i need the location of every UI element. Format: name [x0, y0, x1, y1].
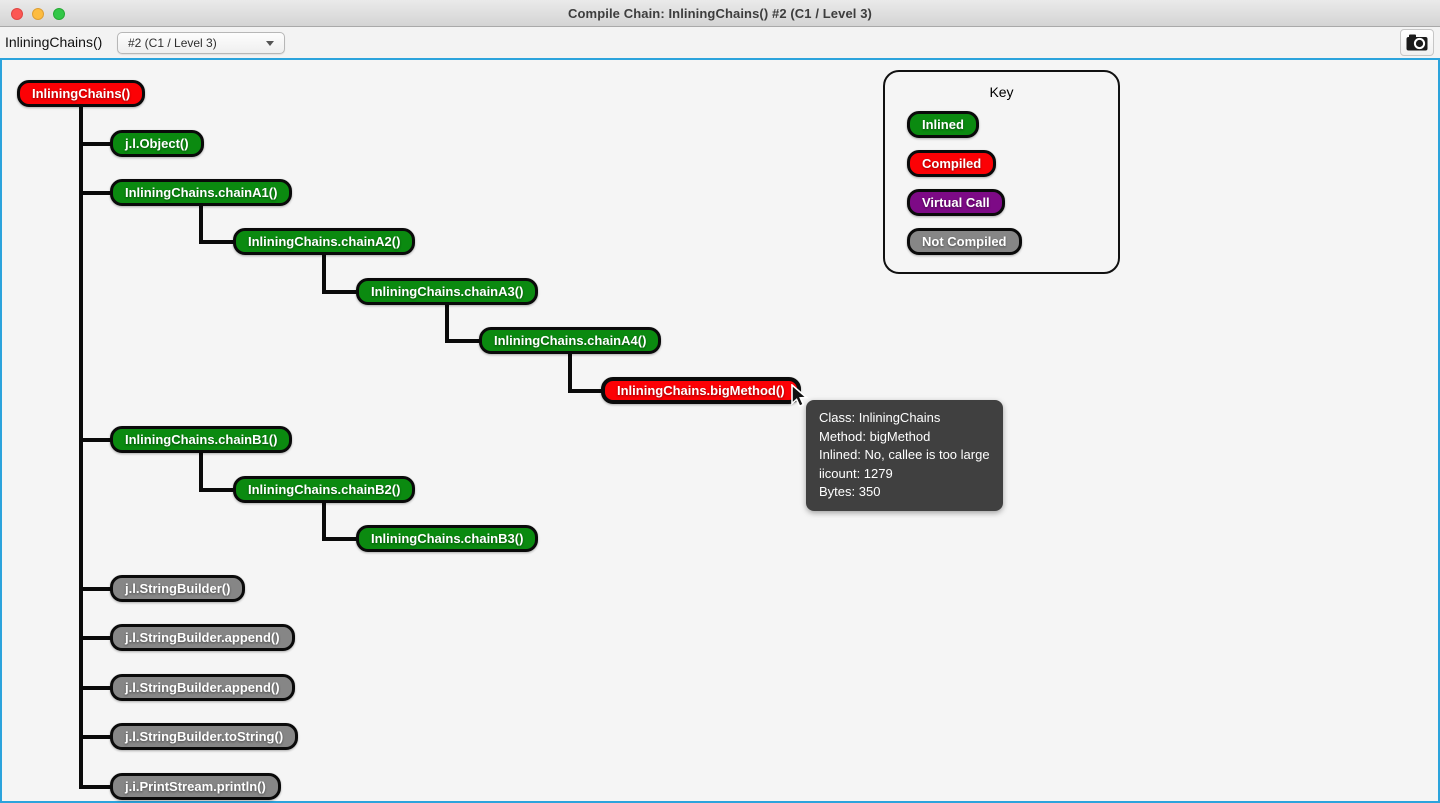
tree-node-chainA1[interactable]: InliningChains.chainA1() — [110, 179, 293, 206]
toolbar: InliningChains() #2 (C1 / Level 3) — [0, 27, 1440, 58]
tooltip-line: Class: InliningChains — [819, 410, 941, 425]
tree-connector — [322, 503, 326, 541]
close-button[interactable] — [11, 8, 23, 20]
tree-connector — [322, 537, 358, 541]
tree-node-sbToString[interactable]: j.l.StringBuilder.toString() — [110, 723, 299, 750]
key-item-not-compiled: Not Compiled — [907, 228, 1022, 255]
compilation-dropdown-value: #2 (C1 / Level 3) — [128, 36, 217, 50]
tree-connector — [199, 488, 235, 492]
screenshot-button[interactable] — [1400, 29, 1434, 56]
member-label: InliningChains() — [5, 34, 103, 50]
camera-icon — [1406, 34, 1428, 51]
tree-node-chainA2[interactable]: InliningChains.chainA2() — [233, 228, 416, 255]
zoom-button[interactable] — [53, 8, 65, 20]
compile-chain-canvas: InliningChains() j.l.Object() InliningChai… — [0, 58, 1440, 803]
tree-connector — [199, 453, 203, 492]
tree-connector — [568, 354, 572, 393]
tree-node-chainA4[interactable]: InliningChains.chainA4() — [479, 327, 662, 354]
minimize-button[interactable] — [32, 8, 44, 20]
window-title: Compile Chain: InliningChains() #2 (C1 /… — [568, 6, 872, 21]
tooltip-line: Inlined: No, callee is too large — [819, 447, 990, 462]
tree-node-chainA3[interactable]: InliningChains.chainA3() — [356, 278, 539, 305]
tree-connector — [79, 191, 112, 195]
tree-connector — [79, 785, 112, 789]
tree-node-chainB2[interactable]: InliningChains.chainB2() — [233, 476, 416, 503]
tree-node-println[interactable]: j.i.PrintStream.println() — [110, 773, 281, 800]
key-item-inlined: Inlined — [907, 111, 979, 138]
tree-connector — [79, 438, 112, 442]
tooltip-line: Method: bigMethod — [819, 428, 931, 444]
key-item-virtual-call: Virtual Call — [907, 189, 1005, 216]
compilation-dropdown[interactable]: #2 (C1 / Level 3) — [117, 32, 285, 54]
tree-node-object[interactable]: j.l.Object() — [110, 130, 204, 157]
tree-connector — [79, 587, 112, 591]
tree-connector — [199, 206, 203, 244]
tree-node-chainB1[interactable]: InliningChains.chainB1() — [110, 426, 293, 453]
tree-connector — [568, 389, 603, 393]
tree-node-root[interactable]: InliningChains() — [17, 80, 146, 107]
chevron-down-icon — [266, 41, 274, 46]
tree-node-bigMethod[interactable]: InliningChains.bigMethod() — [601, 377, 801, 404]
tree-connector — [79, 636, 112, 640]
tree-connector — [79, 735, 112, 739]
tree-node-chainB3[interactable]: InliningChains.chainB3() — [356, 525, 539, 552]
title-bar: Compile Chain: InliningChains() #2 (C1 /… — [0, 0, 1440, 27]
tooltip-line: iicount: 1279 — [819, 465, 893, 481]
tree-connector — [79, 107, 83, 789]
tree-node-sbAppend2[interactable]: j.l.StringBuilder.append() — [110, 674, 295, 701]
tree-connector — [445, 305, 449, 343]
key-title: Key — [989, 84, 1014, 100]
tree-node-sbAppend1[interactable]: j.l.StringBuilder.append() — [110, 624, 295, 651]
tree-node-sbNew[interactable]: j.l.StringBuilder() — [110, 575, 246, 602]
mouse-cursor-icon — [791, 384, 809, 408]
tree-connector — [79, 142, 112, 146]
key-item-compiled: Compiled — [907, 150, 997, 177]
tree-connector — [322, 255, 326, 294]
tree-connector — [79, 686, 112, 690]
tree-connector — [322, 290, 358, 294]
tree-connector — [445, 339, 481, 343]
tooltip-line: Bytes: 350 — [819, 484, 881, 499]
tree-connector — [199, 240, 235, 244]
